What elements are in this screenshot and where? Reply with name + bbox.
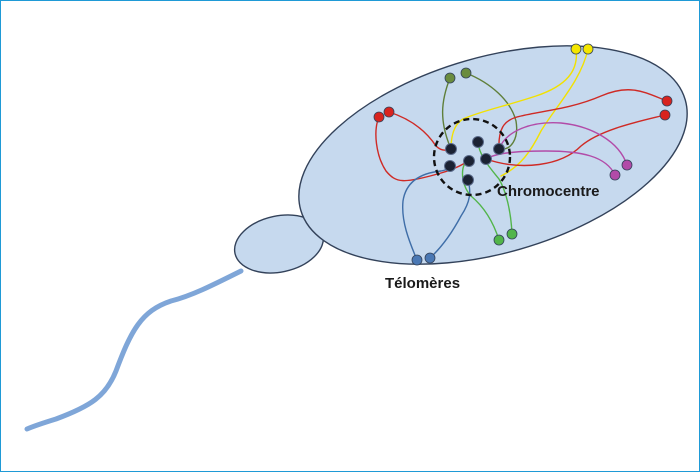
telomere-dot-lightgreen bbox=[493, 234, 505, 246]
telomere-dot-blue bbox=[424, 252, 436, 264]
chromosome-red-right-b bbox=[485, 114, 666, 167]
chromosome-red-right-a bbox=[498, 89, 668, 150]
chromosome-dark-green-b bbox=[465, 72, 518, 150]
telomere-dot-red bbox=[661, 95, 673, 107]
flagellum bbox=[24, 268, 244, 432]
telomere-dot-dark-green bbox=[444, 72, 456, 84]
chromosome-magenta-a bbox=[498, 122, 628, 166]
telomere-dot-magenta bbox=[621, 159, 633, 171]
telomere-dot-red bbox=[659, 109, 671, 121]
telomere-dot-blue bbox=[411, 254, 423, 266]
chromosome-lightgreen-b bbox=[477, 141, 513, 235]
chromosome-red-left bbox=[375, 116, 470, 182]
centromere-dot bbox=[472, 136, 484, 148]
centromere-dot bbox=[445, 143, 457, 155]
centromere-dot bbox=[444, 160, 456, 172]
telomere-dot-lightgreen bbox=[506, 228, 518, 240]
telomere-dot-yellow bbox=[582, 43, 594, 55]
centromere-dot bbox=[480, 153, 492, 165]
chromocentre-ring bbox=[432, 117, 512, 197]
centromere-dot bbox=[463, 155, 475, 167]
chromosome-blue-b bbox=[429, 179, 471, 259]
telomere-dot-yellow bbox=[570, 43, 582, 55]
chromosome-dark-green-a bbox=[441, 77, 452, 150]
telomeres-label: Télomères bbox=[385, 275, 460, 292]
telomere-dot-red bbox=[383, 106, 395, 118]
chromocentre-label: Chromocentre bbox=[497, 183, 600, 200]
telomere-dot-magenta bbox=[609, 169, 621, 181]
centromere-dot bbox=[462, 174, 474, 186]
telomere-dot-dark-green bbox=[460, 67, 472, 79]
chromosome-yellow-a bbox=[450, 48, 578, 150]
telomere-dot-red bbox=[373, 111, 385, 123]
centromere-dot bbox=[493, 143, 505, 155]
chromosome-yellow-b bbox=[500, 48, 589, 177]
